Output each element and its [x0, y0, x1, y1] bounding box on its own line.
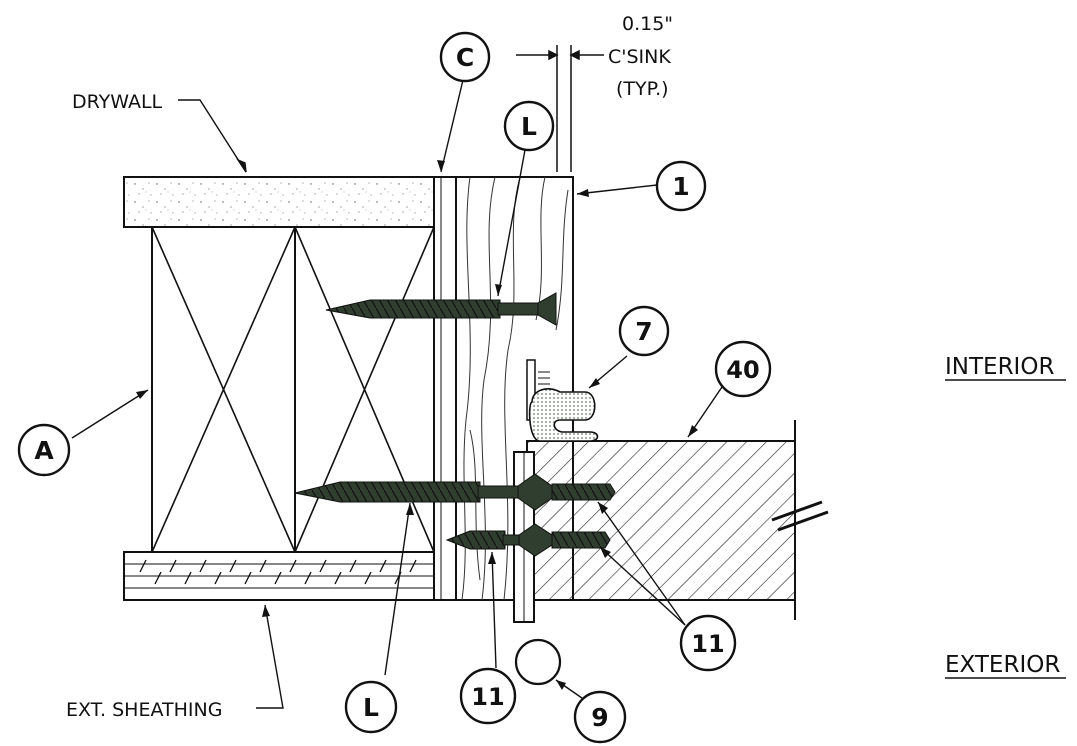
leader-a — [71, 389, 149, 439]
callout-11-bottom: 11 — [459, 667, 517, 725]
screw-lower — [445, 523, 611, 557]
leader-11-bottom — [491, 551, 497, 669]
label-exterior: EXTERIOR — [945, 652, 1060, 678]
callout-11-bottom-text: 11 — [471, 683, 504, 711]
leader-sheathing — [256, 604, 284, 709]
callout-l-top-text: L — [521, 112, 537, 141]
callout-11-right-text: 11 — [691, 630, 724, 658]
callout-40-text: 40 — [726, 356, 759, 384]
label-interior: INTERIOR — [945, 354, 1054, 380]
callout-40: 40 — [714, 340, 772, 398]
screw-middle — [294, 473, 616, 511]
leader-l-bottom — [384, 502, 411, 676]
label-drywall: DRYWALL — [72, 91, 163, 113]
clip-gasket — [526, 359, 599, 442]
exterior-sheathing-panel — [123, 551, 435, 601]
leader-l-top — [497, 149, 526, 297]
break-line-symbol — [771, 500, 829, 532]
callout-9-text: 9 — [591, 703, 608, 732]
leader-c — [440, 79, 464, 173]
label-csink-text: C'SINK — [608, 46, 671, 68]
callout-l-top: L — [503, 100, 555, 152]
callout-1-text: 1 — [672, 172, 689, 201]
stud-framing — [151, 226, 435, 553]
shim-strip — [433, 176, 457, 601]
csink-dimension — [516, 45, 604, 172]
callout-7-text: 7 — [635, 317, 652, 346]
callout-c: C — [439, 31, 491, 83]
callout-1: 1 — [655, 160, 707, 212]
callout-7: 7 — [618, 305, 670, 357]
label-ext-sheathing: EXT. SHEATHING — [66, 699, 222, 721]
callout-9: 9 — [573, 690, 627, 744]
callout-l-bottom: L — [344, 680, 398, 734]
callout-l-bottom-text: L — [363, 693, 379, 722]
leader-11-right-a — [597, 501, 686, 626]
callout-c-text: C — [456, 43, 474, 72]
leader-drywall — [178, 99, 247, 173]
callout-11-right: 11 — [679, 614, 737, 672]
callout-a: A — [17, 423, 71, 477]
label-csink-typ: (TYP.) — [616, 78, 669, 100]
label-csink-value: 0.15" — [622, 13, 673, 35]
leader-1 — [576, 184, 658, 195]
callout-a-text: A — [34, 436, 54, 465]
screw-top — [325, 292, 557, 326]
leader-11-right-b — [599, 546, 686, 626]
drywall-panel — [123, 176, 435, 228]
window-frame-block — [526, 420, 796, 620]
